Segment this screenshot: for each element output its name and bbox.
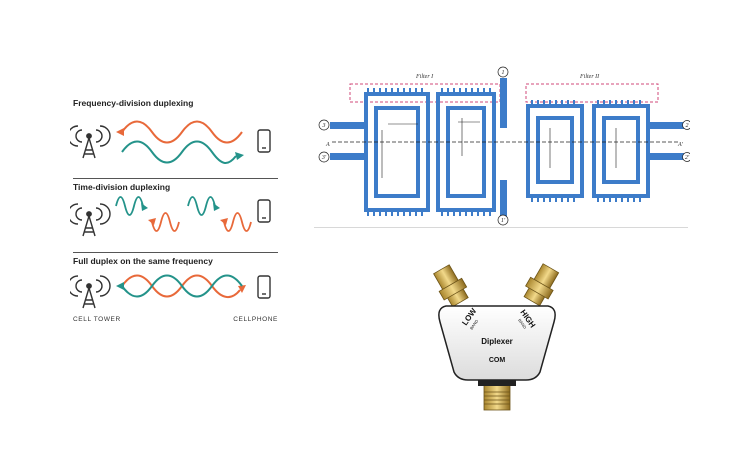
microstrip-filter-layout: Filter I Filter II xyxy=(312,62,692,228)
diplexer-illustration: LOW BAND HIGH BAND Diplexer COM xyxy=(433,263,560,411)
resonator xyxy=(374,106,420,198)
port-1-marker xyxy=(497,66,509,78)
low-sub-label: BAND xyxy=(469,319,480,331)
axis-right-label: A' xyxy=(677,142,684,148)
filter1-label: Filter I xyxy=(415,74,434,80)
high-band-connector xyxy=(523,263,560,307)
uplink-arrowhead xyxy=(235,152,244,160)
port-3-label: 3 xyxy=(322,123,326,129)
port-1p-label: 1' xyxy=(501,218,506,224)
axis-left-label: A xyxy=(325,142,330,148)
cell-tower-icon xyxy=(70,275,111,309)
tdd-title: Time-division duplexing xyxy=(73,182,171,192)
cell-tower-icon xyxy=(70,125,111,159)
full-duplex-title: Full duplex on the same frequency xyxy=(73,256,213,266)
port-3p-marker xyxy=(318,151,330,163)
port-3p-label: 3' xyxy=(321,155,327,161)
uplink-burst xyxy=(115,196,144,216)
fdd-title: Frequency-division duplexing xyxy=(73,98,194,108)
uplink-burst xyxy=(187,196,216,216)
full-duplex-illustration xyxy=(70,274,271,309)
port-1-label: 1 xyxy=(502,70,505,76)
port-2p-label: 2' xyxy=(685,155,690,161)
cell-tower-icon xyxy=(70,203,111,237)
cell-tower-label: CELL TOWER xyxy=(73,316,121,323)
duplexing-diagram: Frequency-division duplexing Time-divisi… xyxy=(70,90,280,330)
downlink-burst xyxy=(223,212,252,232)
filter1-box xyxy=(349,83,501,103)
divider xyxy=(73,252,278,253)
com-label: COM xyxy=(489,357,506,364)
divider xyxy=(73,178,278,179)
cellphone-label: CELLPHONE xyxy=(233,316,278,323)
resonator xyxy=(446,106,486,198)
downlink-wave xyxy=(121,120,243,144)
resonator xyxy=(602,116,640,184)
cellphone-icon xyxy=(257,275,271,299)
resonator xyxy=(536,116,574,184)
tdd-illustration xyxy=(70,196,271,237)
filter-drawing: Filter I Filter II xyxy=(318,66,692,226)
diplexer-body xyxy=(438,305,556,381)
port-1p-marker xyxy=(497,214,509,226)
port-2-label: 2 xyxy=(686,123,689,129)
cellphone-icon xyxy=(257,199,271,223)
downlink-burst xyxy=(151,212,180,232)
uplink-wave xyxy=(121,140,237,164)
divider xyxy=(314,227,688,228)
filter2-box xyxy=(525,83,659,103)
fdd-illustration xyxy=(70,120,271,164)
filter2-label: Filter II xyxy=(579,74,600,80)
cellphone-icon xyxy=(257,129,271,153)
low-band-connector xyxy=(433,264,469,308)
downlink-arrowhead xyxy=(116,128,124,136)
port-3-marker xyxy=(318,119,330,131)
uplink-wave xyxy=(121,274,243,298)
diplexer-photo: LOW BAND HIGH BAND Diplexer COM xyxy=(428,262,566,414)
high-sub-label: BAND xyxy=(517,318,528,330)
diplexer-name: Diplexer xyxy=(481,337,513,346)
